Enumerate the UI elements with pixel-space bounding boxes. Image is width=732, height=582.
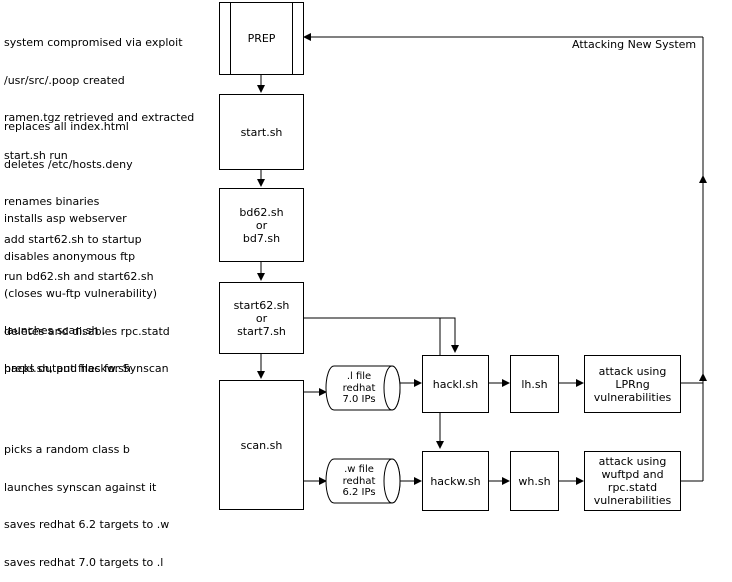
attack-lprng-line: attack using xyxy=(598,364,667,378)
attack-wuftpd-line: rpc.statd xyxy=(607,481,658,494)
bd-label-line: bd62.sh xyxy=(239,205,284,219)
w-file-cylinder xyxy=(325,458,401,504)
attack-lprng-line: vulnerabilities xyxy=(593,390,672,404)
prep-box: PREP xyxy=(219,2,304,75)
file-label-line: 7.0 IPs xyxy=(342,394,376,405)
note-start62: launches scan.sh , hackl.sh, and hackw.s… xyxy=(4,300,131,388)
note-line: system compromised via exploit xyxy=(4,36,183,49)
w-file-label: .w file redhat 6.2 IPs xyxy=(330,464,388,499)
note-line: picks a random class b xyxy=(4,443,130,456)
note-line: preps output files for Synscan xyxy=(4,362,169,375)
note-start: replaces all index.html deletes /etc/hos… xyxy=(4,96,154,296)
note-prep: system compromised via exploit /usr/src/… xyxy=(4,12,194,175)
arrow-start62-to-hackl xyxy=(303,317,459,353)
lh-sh-box: lh.sh xyxy=(510,355,559,413)
note-line: disables anonymous ftp xyxy=(4,249,136,263)
file-label-line: redhat xyxy=(342,475,376,487)
note-line: saves redhat 6.2 targets to .w xyxy=(4,518,170,531)
note-line: /usr/src/.poop created xyxy=(4,73,125,87)
l-file-cylinder xyxy=(325,365,401,411)
attack-wuftpd-line: attack using xyxy=(598,455,667,468)
note-line: start.sh run xyxy=(4,148,68,162)
attack-lprng-line: LPRng xyxy=(615,377,650,391)
note-bd: installs asp webserver disables anonymou… xyxy=(4,188,170,388)
note-line: deletes /etc/hosts.deny xyxy=(4,157,133,171)
hackw-sh-label: hackw.sh xyxy=(430,474,481,488)
start62-label-line: start62.sh xyxy=(233,298,290,312)
file-label-line: 6.2 IPs xyxy=(342,487,376,498)
note-line: (closes wu-ftp vulnerability) xyxy=(4,287,158,300)
note-line: launches scan.sh , xyxy=(4,324,106,337)
hackl-sh-label: hackl.sh xyxy=(432,377,479,391)
start62-label-line: start7.sh xyxy=(237,324,286,338)
note-line: saves redhat 7.0 targets to .l xyxy=(4,555,164,569)
lh-sh-label: lh.sh xyxy=(521,377,548,391)
bd-label-line: bd7.sh xyxy=(242,231,281,245)
note-scan: picks a random class b launches synscan … xyxy=(4,419,169,582)
prep-right-band xyxy=(292,3,304,74)
file-label-line: .w file xyxy=(344,464,374,475)
note-line: deletes and disables rpc.statd xyxy=(4,324,170,338)
start62-box: start62.sh or start7.sh xyxy=(219,282,304,354)
prep-label: PREP xyxy=(247,32,276,45)
prep-left-band xyxy=(219,3,231,74)
attack-wuftpd-line: vulnerabilities xyxy=(593,494,672,507)
connector-lines xyxy=(257,33,707,504)
loop-label: Attacking New System xyxy=(572,38,697,51)
file-label-line: .l file xyxy=(346,371,372,382)
note-line: replaces all index.html xyxy=(4,120,129,133)
attack-lprng-box: attack using LPRng vulnerabilities xyxy=(584,355,681,413)
attack-wuftpd-line: wuftpd and xyxy=(601,468,664,481)
l-file-label: .l file redhat 7.0 IPs xyxy=(330,371,388,406)
note-line: launches synscan against it xyxy=(4,480,157,494)
bd-label-line: or xyxy=(255,218,268,232)
wh-sh-label: wh.sh xyxy=(518,474,551,488)
scan-sh-label: scan.sh xyxy=(240,438,283,452)
file-label-line: redhat xyxy=(342,382,376,394)
note-line: installs asp webserver xyxy=(4,212,127,225)
note-line: run bd62.sh and start62.sh xyxy=(4,270,154,283)
hackl-sh-box: hackl.sh xyxy=(422,355,489,413)
start-sh-label: start.sh xyxy=(240,125,283,139)
attack-wuftpd-box: attack using wuftpd and rpc.statd vulner… xyxy=(584,451,681,511)
note-line: add start62.sh to startup xyxy=(4,232,142,246)
bd-box: bd62.sh or bd7.sh xyxy=(219,188,304,262)
start62-label-line: or xyxy=(255,311,268,325)
note-line: hackl.sh, and hackw.sh xyxy=(4,361,131,375)
note-line: renames binaries xyxy=(4,195,100,208)
scan-sh-box: scan.sh xyxy=(219,380,304,510)
start-sh-box: start.sh xyxy=(219,94,304,170)
note-line: ramen.tgz retrieved and extracted xyxy=(4,111,195,124)
hackw-sh-box: hackw.sh xyxy=(422,451,489,511)
wh-sh-box: wh.sh xyxy=(510,451,559,511)
